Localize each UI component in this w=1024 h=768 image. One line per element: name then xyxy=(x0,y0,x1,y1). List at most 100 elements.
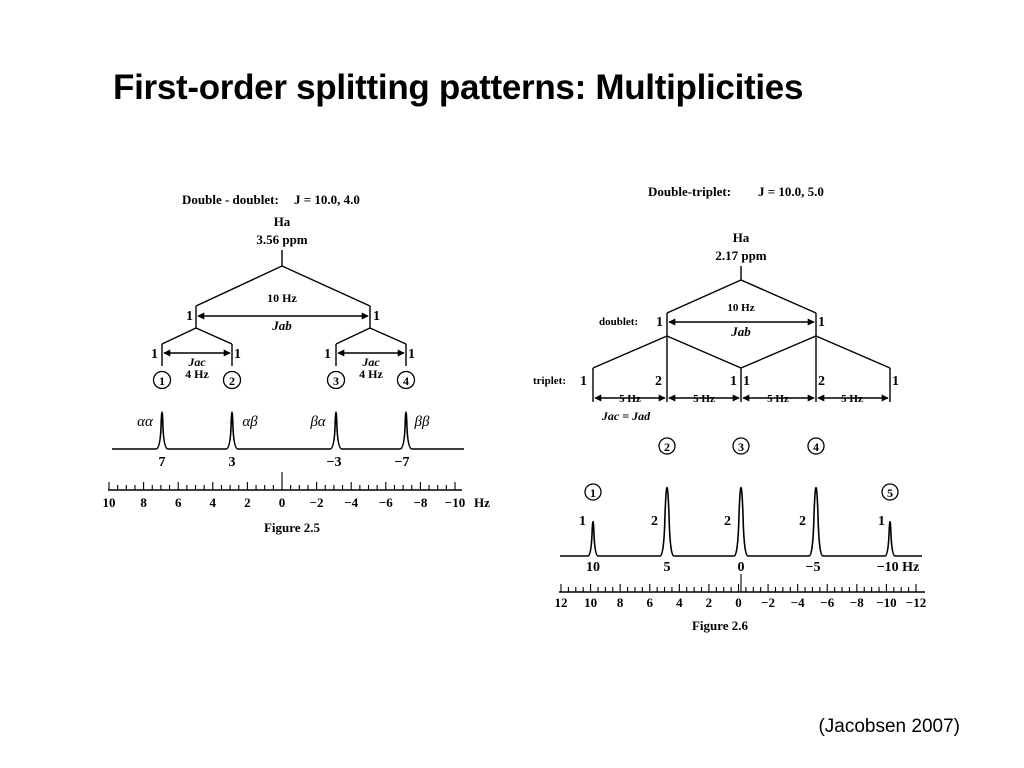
dd-jac-value-left: 4 Hz xyxy=(185,367,209,381)
dt-axis-tick-label: 10 xyxy=(584,595,597,610)
dd-axis-tick-label: 4 xyxy=(210,495,217,510)
dd-axis-tick-label: −8 xyxy=(413,495,427,510)
figure-double-doublet: Double - doublet: J = 10.0, 4.0 Ha 3.56 … xyxy=(103,192,491,535)
dt-triplet-label: triplet: xyxy=(533,375,566,387)
dt-peak-intensity-1: 1 xyxy=(579,514,586,529)
dt-peak-position-3: 0 xyxy=(738,560,745,575)
dd-axis-tick-label: 2 xyxy=(244,495,251,510)
dt-triplet-intensity-3: 1 xyxy=(730,374,737,389)
dt-peak-position-4: −5 xyxy=(806,560,821,575)
dt-spacing-label-1: 5 Hz xyxy=(619,393,641,405)
dd-peak-number-3: 3 xyxy=(333,374,339,388)
dd-spin-label-2: αβ xyxy=(242,414,258,430)
dd-l2-intensity-1: 1 xyxy=(151,347,158,362)
dd-l2-intensity-2: 1 xyxy=(234,347,241,362)
dd-peak-circle-3 xyxy=(326,370,346,390)
dt-splitting-tree xyxy=(592,266,891,402)
dd-axis-tick-label: −6 xyxy=(379,495,393,510)
dd-peak-position-3: −3 xyxy=(327,455,342,470)
dt-doublet-intensity-1: 1 xyxy=(656,315,663,330)
dt-doublet-label: doublet: xyxy=(599,316,638,328)
dd-peak-position-2: 3 xyxy=(229,455,236,470)
dt-spacing-label-2: 5 Hz xyxy=(693,393,715,405)
dt-peak-circle-1 xyxy=(584,483,602,501)
dd-axis-unit: Hz xyxy=(474,495,490,510)
dd-axis-tick-label: −2 xyxy=(310,495,324,510)
dd-splitting-tree xyxy=(161,250,407,366)
dt-triplet-intensity-1: 1 xyxy=(580,374,587,389)
dt-axis-tick-label: −12 xyxy=(906,595,926,610)
dt-header-label: Double-triplet: xyxy=(648,184,731,199)
dd-axis-tick-label: 0 xyxy=(279,495,286,510)
dt-peak-circle-3 xyxy=(732,437,750,455)
dd-l2-intensity-4: 1 xyxy=(408,347,415,362)
dt-peak-intensity-3: 2 xyxy=(724,514,731,529)
dt-spacing-label-3: 5 Hz xyxy=(767,393,789,405)
figure-double-triplet: Double-triplet: J = 10.0, 5.0 Ha 2.17 pp… xyxy=(533,184,926,633)
dt-peak-intensity-4: 2 xyxy=(799,514,806,529)
dd-peak-number-1: 1 xyxy=(159,374,165,388)
dd-proton-label: Ha xyxy=(274,214,291,229)
dd-header-j: J = 10.0, 4.0 xyxy=(294,192,360,207)
dt-spacing-label-4: 5 Hz xyxy=(841,393,863,405)
dt-peak-number-1: 1 xyxy=(590,486,596,500)
dt-triplet-intensity-4: 1 xyxy=(743,374,750,389)
dd-axis-tick-label: 10 xyxy=(103,495,116,510)
dd-jac-value-right: 4 Hz xyxy=(359,367,383,381)
dt-axis-tick-label: 6 xyxy=(647,595,654,610)
dt-chemical-shift: 2.17 ppm xyxy=(715,248,766,263)
dt-peak-position-1: 10 xyxy=(586,560,600,575)
dt-doublet-intensity-2: 1 xyxy=(818,315,825,330)
dt-axis-tick-label: −2 xyxy=(761,595,775,610)
dt-peak-circle-5 xyxy=(881,483,899,501)
dt-peak-intensity-5: 1 xyxy=(878,514,885,529)
dt-triplet-intensity-6: 1 xyxy=(892,374,899,389)
dd-chemical-shift: 3.56 ppm xyxy=(256,232,307,247)
dt-axis-tick-label: 12 xyxy=(555,595,568,610)
dd-peak-position-1: 7 xyxy=(159,455,166,470)
dt-peak-circle-2 xyxy=(658,437,676,455)
dd-peak-circle-1 xyxy=(152,370,172,390)
dt-peak-circle-4 xyxy=(807,437,825,455)
dt-peak-number-3: 3 xyxy=(738,440,744,454)
dt-peak-number-5: 5 xyxy=(887,486,893,500)
dt-j-equality: Jac = Jad xyxy=(601,409,651,423)
dd-axis-tick-label: −10 xyxy=(445,495,465,510)
dd-peak-position-4: −7 xyxy=(395,455,410,470)
dd-jac-label-right: Jac xyxy=(361,355,380,369)
dd-axis-ticks xyxy=(108,472,456,490)
dd-peak-number-2: 2 xyxy=(229,374,235,388)
dd-jac-label-left: Jac xyxy=(187,355,206,369)
dt-peak-number-2: 2 xyxy=(664,440,670,454)
dd-spin-label-1: αα xyxy=(137,414,154,430)
dd-axis-tick-label: 8 xyxy=(140,495,147,510)
dd-axis-tick-label: 6 xyxy=(175,495,182,510)
dt-axis-tick-label: 2 xyxy=(706,595,713,610)
dt-axis-ticks xyxy=(560,574,917,592)
dt-triplet-intensity-5: 2 xyxy=(818,374,825,389)
dd-l2-intensity-3: 1 xyxy=(324,347,331,362)
dt-axis-tick-label: −8 xyxy=(850,595,864,610)
dt-header-j: J = 10.0, 5.0 xyxy=(758,184,824,199)
dd-spin-label-4: ββ xyxy=(414,414,430,430)
dt-peak-position-5: −10 Hz xyxy=(877,560,920,575)
citation: (Jacobsen 2007) xyxy=(818,716,960,737)
dd-l1-intensity-2: 1 xyxy=(373,309,380,324)
dd-peak-circle-4 xyxy=(396,370,416,390)
dd-peak-number-4: 4 xyxy=(403,374,409,388)
dt-axis-tick-label: 4 xyxy=(676,595,683,610)
dt-caption: Figure 2.6 xyxy=(692,618,749,633)
dt-axis-tick-label: −6 xyxy=(820,595,834,610)
dt-peak-number-4: 4 xyxy=(813,440,819,454)
dt-triplet-intensity-2: 2 xyxy=(655,374,662,389)
dt-axis-tick-label: −4 xyxy=(791,595,805,610)
dt-peak-position-2: 5 xyxy=(664,560,671,575)
dt-peak-intensity-2: 2 xyxy=(651,514,658,529)
dd-peak-circle-2 xyxy=(222,370,242,390)
dd-spectrum-trace xyxy=(112,411,464,450)
dd-spin-label-3: βα xyxy=(309,414,326,430)
dd-jab-value: 10 Hz xyxy=(267,291,297,305)
dd-caption: Figure 2.5 xyxy=(264,520,321,535)
